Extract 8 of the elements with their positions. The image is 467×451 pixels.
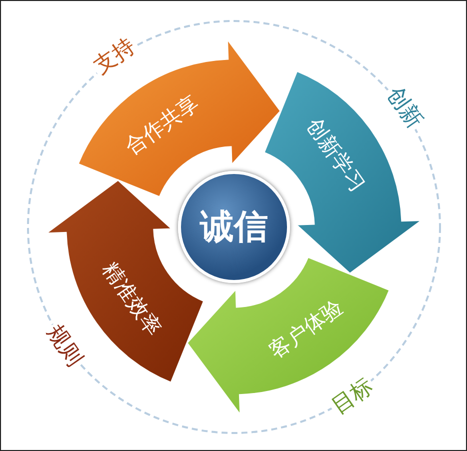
curved-arrow [78, 39, 281, 198]
curved-arrow [187, 256, 390, 415]
arrow-label: 创新学习 [301, 113, 372, 198]
center-label: 诚信 [200, 206, 268, 249]
arrow-label: 合作共享 [120, 90, 205, 160]
arrow-label: 客户体验 [263, 294, 348, 365]
arrow-label: 精准效率 [96, 256, 167, 342]
center-circle [178, 171, 290, 283]
